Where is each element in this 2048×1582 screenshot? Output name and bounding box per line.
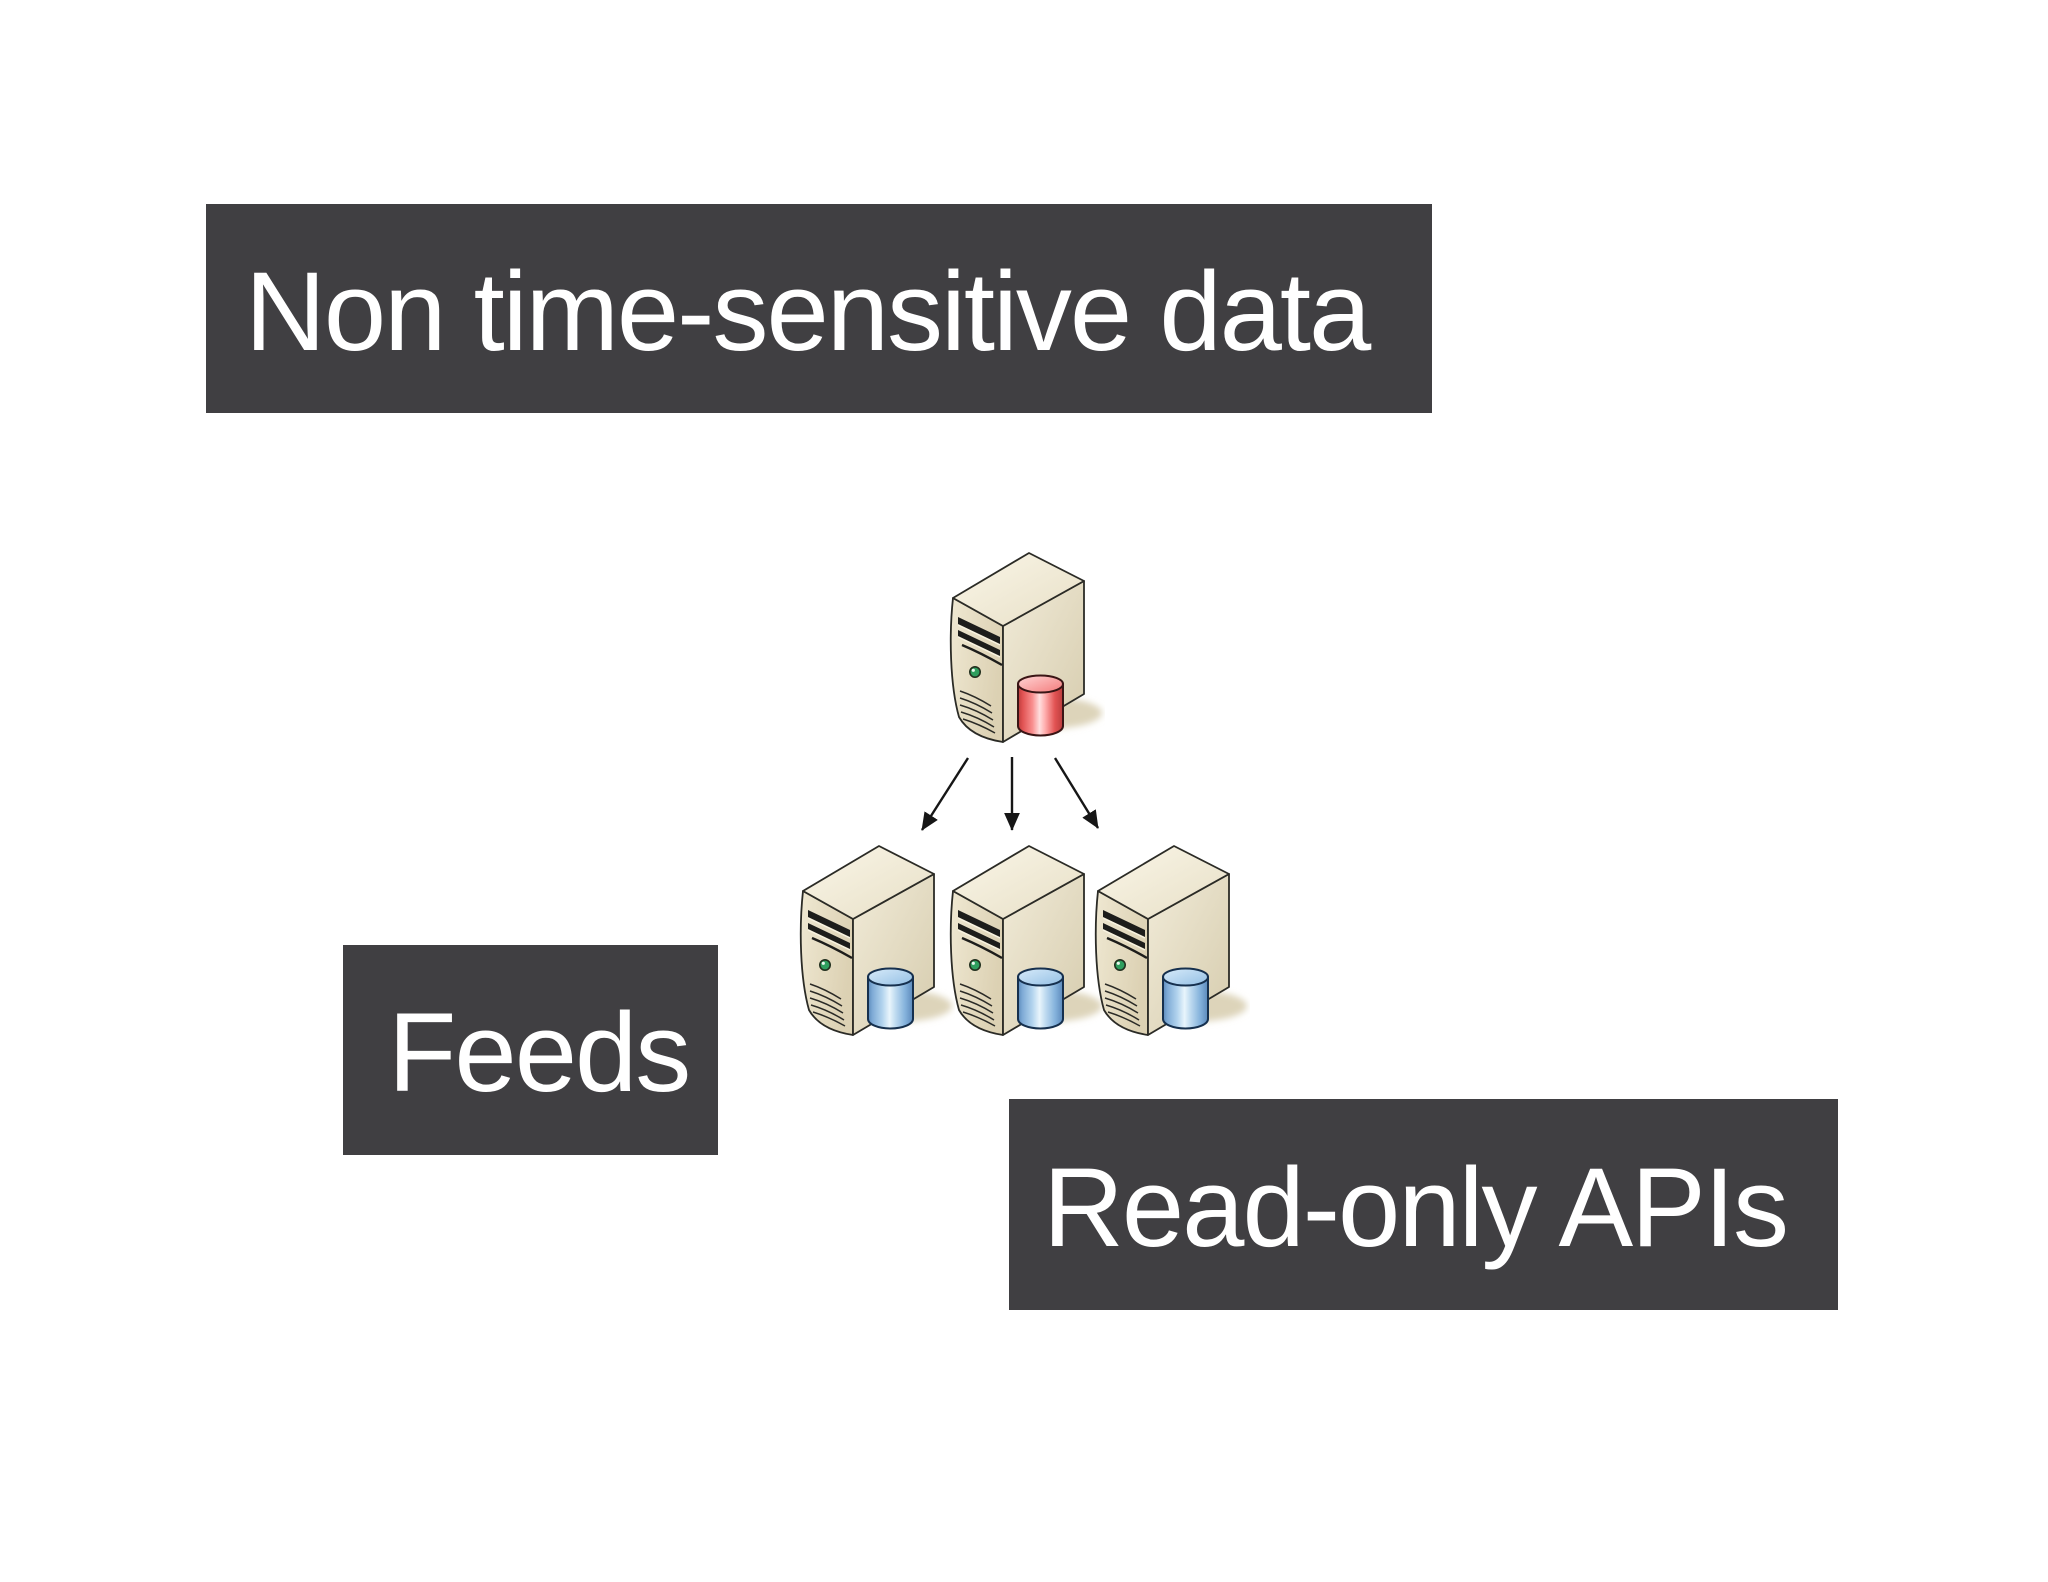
blue-database-cylinder-icon xyxy=(1017,967,1064,1030)
banner-non-time-sensitive-data-label: Non time-sensitive data xyxy=(245,248,1371,374)
fanout-arrows xyxy=(920,757,1100,831)
blue-database-cylinder-icon xyxy=(867,967,914,1030)
arrow-right xyxy=(1053,757,1100,829)
server-with-blue-database-icon-2 xyxy=(945,838,1105,1048)
banner-read-only-apis-label: Read-only APIs xyxy=(1043,1144,1789,1270)
server-with-blue-database-icon-3 xyxy=(1090,838,1250,1048)
banner-feeds-label: Feeds xyxy=(388,990,691,1115)
arrow-left xyxy=(920,757,970,831)
server-with-red-database-icon xyxy=(945,545,1105,755)
red-database-cylinder-icon xyxy=(1017,674,1064,737)
banner-feeds: Feeds xyxy=(343,945,718,1155)
server-with-blue-database-icon-1 xyxy=(795,838,955,1048)
banner-read-only-apis: Read-only APIs xyxy=(1009,1099,1838,1310)
blue-database-cylinder-icon xyxy=(1162,967,1209,1030)
banner-non-time-sensitive-data: Non time-sensitive data xyxy=(206,204,1432,413)
